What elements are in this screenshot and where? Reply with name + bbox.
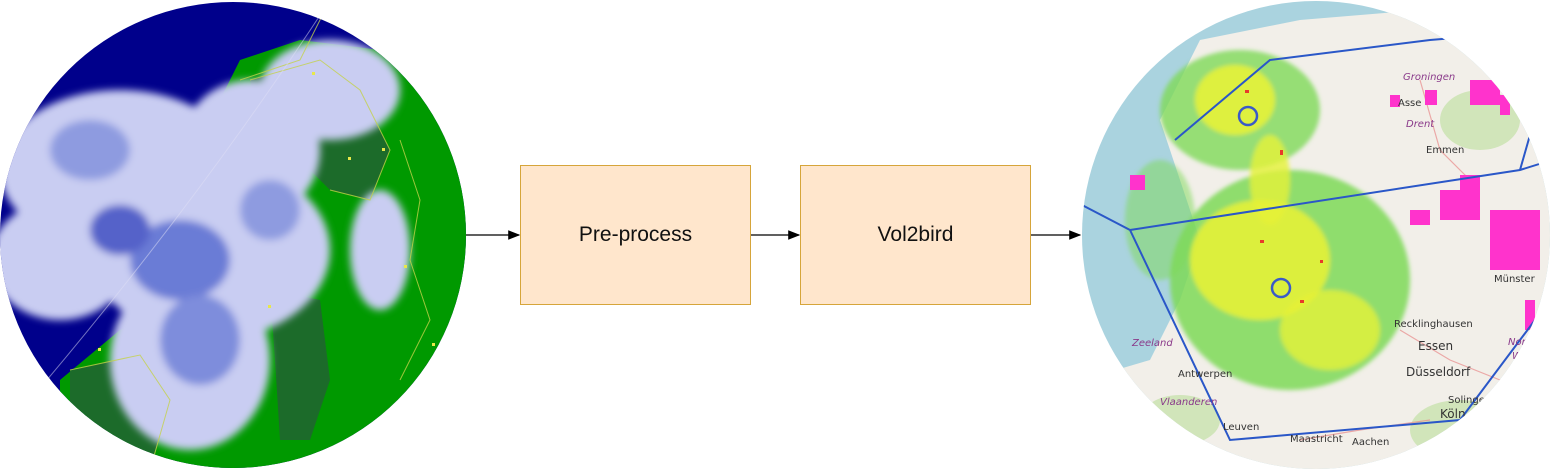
label-groningen: Groningen bbox=[1403, 72, 1455, 83]
label-emmen: Emmen bbox=[1426, 145, 1464, 156]
radar-site-north bbox=[1237, 105, 1259, 127]
radar-city-dots bbox=[98, 72, 435, 351]
label-drenthe: Drent bbox=[1406, 119, 1435, 130]
preprocess-step-label: Pre-process bbox=[578, 223, 693, 246]
echo-red-specks bbox=[1245, 90, 1323, 303]
label-vlaanderen: Vlaanderen bbox=[1160, 397, 1217, 408]
label-nordrhein: Nordrhe bbox=[1508, 337, 1549, 348]
label-recklinghausen: Recklinghausen bbox=[1394, 319, 1473, 330]
label-essen: Essen bbox=[1418, 339, 1453, 353]
echo-strong bbox=[1130, 80, 1540, 330]
label-solingen: Solingen bbox=[1448, 395, 1491, 406]
radar-site-south bbox=[1270, 277, 1292, 299]
label-assen: Asse bbox=[1398, 98, 1421, 109]
label-antwerpen: Antwerpen bbox=[1178, 369, 1232, 380]
raw-radar-image bbox=[0, 2, 466, 468]
label-aachen: Aachen bbox=[1352, 437, 1389, 448]
label-munster: Münster bbox=[1494, 274, 1536, 285]
label-maastricht: Maastricht bbox=[1290, 434, 1343, 445]
label-zeeland: Zeeland bbox=[1131, 338, 1173, 349]
output-map-image: Groningen Asse Drent Emmen Zeeland Antwe… bbox=[1082, 1, 1550, 469]
radar-dark-land-area-3 bbox=[270, 290, 330, 440]
label-koln: Köln bbox=[1440, 407, 1466, 421]
preprocess-step-box: Pre-process bbox=[520, 165, 751, 305]
vol2bird-step-label: Vol2bird bbox=[877, 223, 954, 246]
label-duesseldorf: Düsseldorf bbox=[1406, 365, 1471, 379]
radar-borders bbox=[69, 2, 431, 468]
radar-range-edge bbox=[29, 2, 331, 401]
label-leuven: Leuven bbox=[1223, 422, 1259, 433]
vol2bird-step-box: Vol2bird bbox=[800, 165, 1031, 305]
radar-cloud-field bbox=[0, 40, 410, 450]
label-westfalen: Westfa bbox=[1512, 351, 1547, 362]
